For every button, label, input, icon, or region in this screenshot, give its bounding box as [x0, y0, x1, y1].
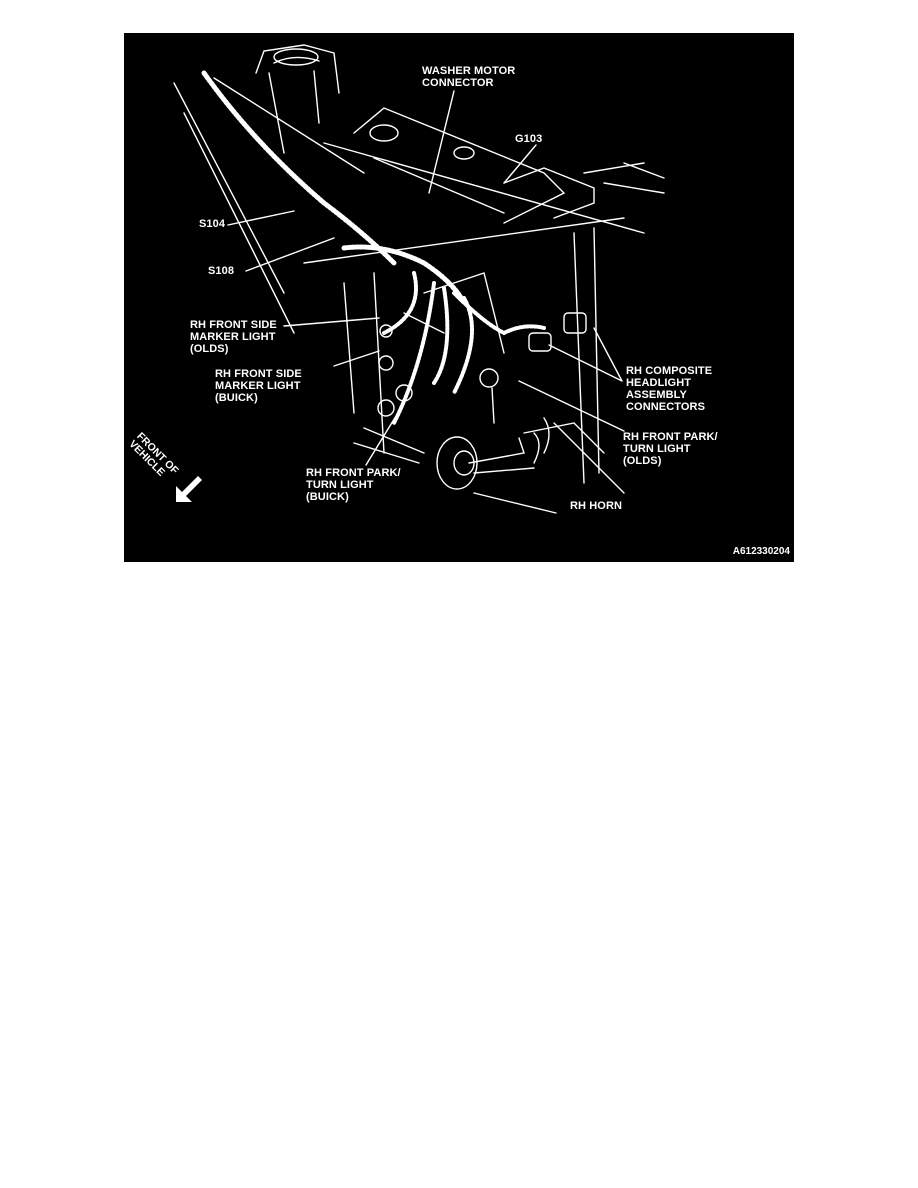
- label-s104: S104: [199, 218, 226, 230]
- label-g103: G103: [515, 133, 543, 145]
- wiring-diagram-panel: WASHER MOTOR CONNECTOR G103 S104 S108 RH…: [124, 33, 794, 562]
- label-rh-front-park-turn-olds: RH FRONT PARK/ TURN LIGHT (OLDS): [623, 431, 718, 467]
- label-rh-front-side-marker-buick: RH FRONT SIDE MARKER LIGHT (BUICK): [215, 368, 302, 404]
- label-rh-composite-headlight-connectors: RH COMPOSITE HEADLIGHT ASSEMBLY CONNECTO…: [626, 365, 713, 413]
- label-rh-front-park-turn-buick: RH FRONT PARK/ TURN LIGHT (BUICK): [306, 467, 401, 503]
- label-rh-horn: RH HORN: [570, 500, 623, 512]
- label-rh-front-side-marker-olds: RH FRONT SIDE MARKER LIGHT (OLDS): [190, 319, 277, 355]
- engine-bay-line-art: [173, 44, 665, 514]
- arrow-down-left-icon: [176, 476, 202, 502]
- figure-id: A612330204: [732, 546, 790, 557]
- label-s108: S108: [208, 265, 235, 277]
- label-washer-motor-connector: WASHER MOTOR CONNECTOR: [422, 65, 516, 89]
